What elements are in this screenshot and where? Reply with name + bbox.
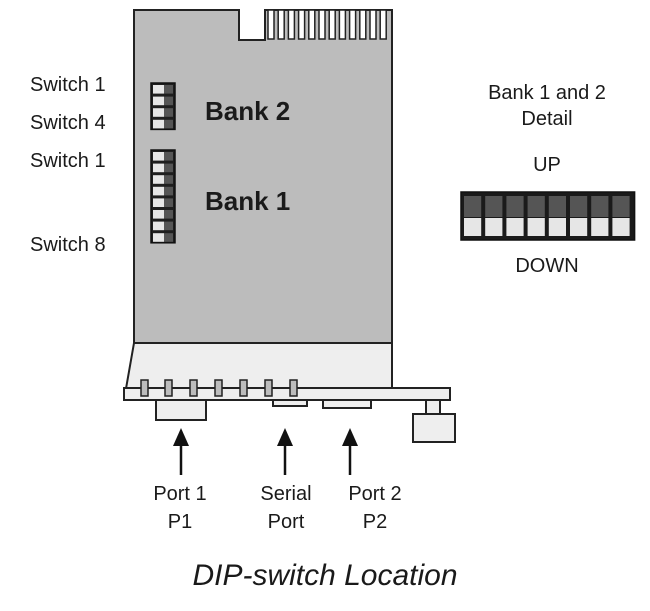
connector-finger [277,9,285,40]
panel-led [140,379,149,397]
panel-led [214,379,223,397]
port1-label-line1: Port 1 [153,483,207,505]
bank2-label: Bank 2 [205,96,291,126]
panel-leds [140,379,298,397]
detail-switch-slot [464,196,482,217]
switch-slot [164,96,173,106]
switch-toggle [153,85,164,94]
panel-led [264,379,273,397]
detail-switch-slot [548,196,566,217]
switch-toggle [153,198,164,207]
detail-switch-slot [485,196,503,217]
detail-switch-toggle [527,218,545,236]
connector-finger [359,9,367,40]
detail-switch-toggle [570,218,588,236]
serial-port-arrow [277,428,293,475]
bank1-dip-switch [150,149,176,244]
port2-label-line2: P2 [362,511,388,533]
bank2-switch1-label: Switch 1 [30,74,106,96]
port1-connector [155,399,207,421]
detail-switch-slot [591,196,609,217]
bank2-dip-switch [150,82,176,131]
connector-finger [318,9,326,40]
connector-finger [308,9,316,40]
detail-switch-toggle [506,218,524,236]
bank2-switch4-label: Switch 4 [30,112,106,134]
switch-toggle [153,210,164,219]
bank1-switch8-label: Switch 8 [30,234,106,256]
detail-up-label: UP [533,154,561,176]
bank1-switch1-label: Switch 1 [30,150,106,172]
switch-slot [164,119,173,129]
switch-toggle [153,221,164,231]
switch-slot [164,175,173,184]
connector-finger [267,9,275,40]
port2-label-line1: Port 2 [348,483,402,505]
serial-port-connector [272,399,308,407]
detail-switch-toggle [612,218,630,236]
switch-slot [164,210,173,219]
switch-toggle [153,186,164,196]
switch-slot [164,233,173,242]
detail-down-label: DOWN [515,255,579,277]
connector-finger [328,9,336,40]
switch-toggle [153,152,164,161]
switch-toggle [153,96,164,106]
front-panel-bottom [123,387,451,401]
panel-led [189,379,198,397]
serial-port-label-line1: Serial [260,483,312,505]
detail-switch-toggle [591,218,609,236]
ejector-handle [412,413,456,443]
connector-finger [287,9,296,40]
port2-arrow [342,428,358,475]
panel-led [164,379,173,397]
serial-port-label-line2: Port [267,511,305,533]
switch-slot [164,108,173,117]
switch-toggle [153,163,164,173]
switch-slot [164,163,173,173]
port1-label-line2: P1 [167,511,193,533]
connector-finger [369,9,377,40]
detail-title-line1: Bank 1 and 2 [488,82,606,104]
detail-switch-toggle [464,218,482,236]
switch-toggle [153,233,164,242]
switch-slot [164,152,173,161]
port1-arrow [173,428,189,475]
switch-toggle [153,175,164,184]
panel-led [239,379,248,397]
switch-toggle [153,119,164,129]
detail-dip-switch [460,191,636,241]
detail-switch-slot [527,196,545,217]
bank1-label: Bank 1 [205,186,291,216]
ejector-knob [425,399,441,415]
detail-switch-slot [570,196,588,217]
connector-finger [297,9,306,40]
switch-slot [164,85,173,94]
port2-connector [322,399,372,409]
detail-title-line2: Detail [521,108,573,130]
detail-switch-toggle [548,218,566,236]
panel-led [289,379,298,397]
connector-finger [348,9,357,40]
connector-finger [379,9,387,40]
figure-caption: DIP-switch Location [192,559,458,592]
detail-switch-slot [612,196,630,217]
switch-toggle [153,108,164,117]
switch-slot [164,186,173,196]
detail-switch-toggle [485,218,503,236]
switch-slot [164,198,173,207]
detail-switch-slot [506,196,524,217]
edge-connector [267,9,387,40]
connector-finger [338,9,347,40]
switch-slot [164,221,173,231]
